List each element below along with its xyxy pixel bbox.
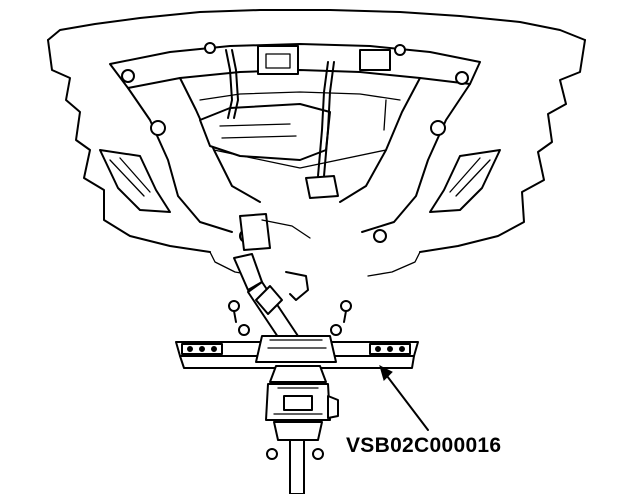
lower-control-arms (99, 149, 501, 213)
jack-adapter-bar (175, 335, 419, 369)
lines-and-hoses (225, 49, 387, 199)
vehicle-body-outline (47, 9, 586, 277)
mounting-bolts (228, 300, 352, 460)
callout-leader-arrow (379, 365, 429, 431)
transmission-jack (265, 365, 339, 494)
front-subframe (109, 43, 481, 233)
diagram-reference-code: VSB02C000016 (346, 434, 502, 457)
